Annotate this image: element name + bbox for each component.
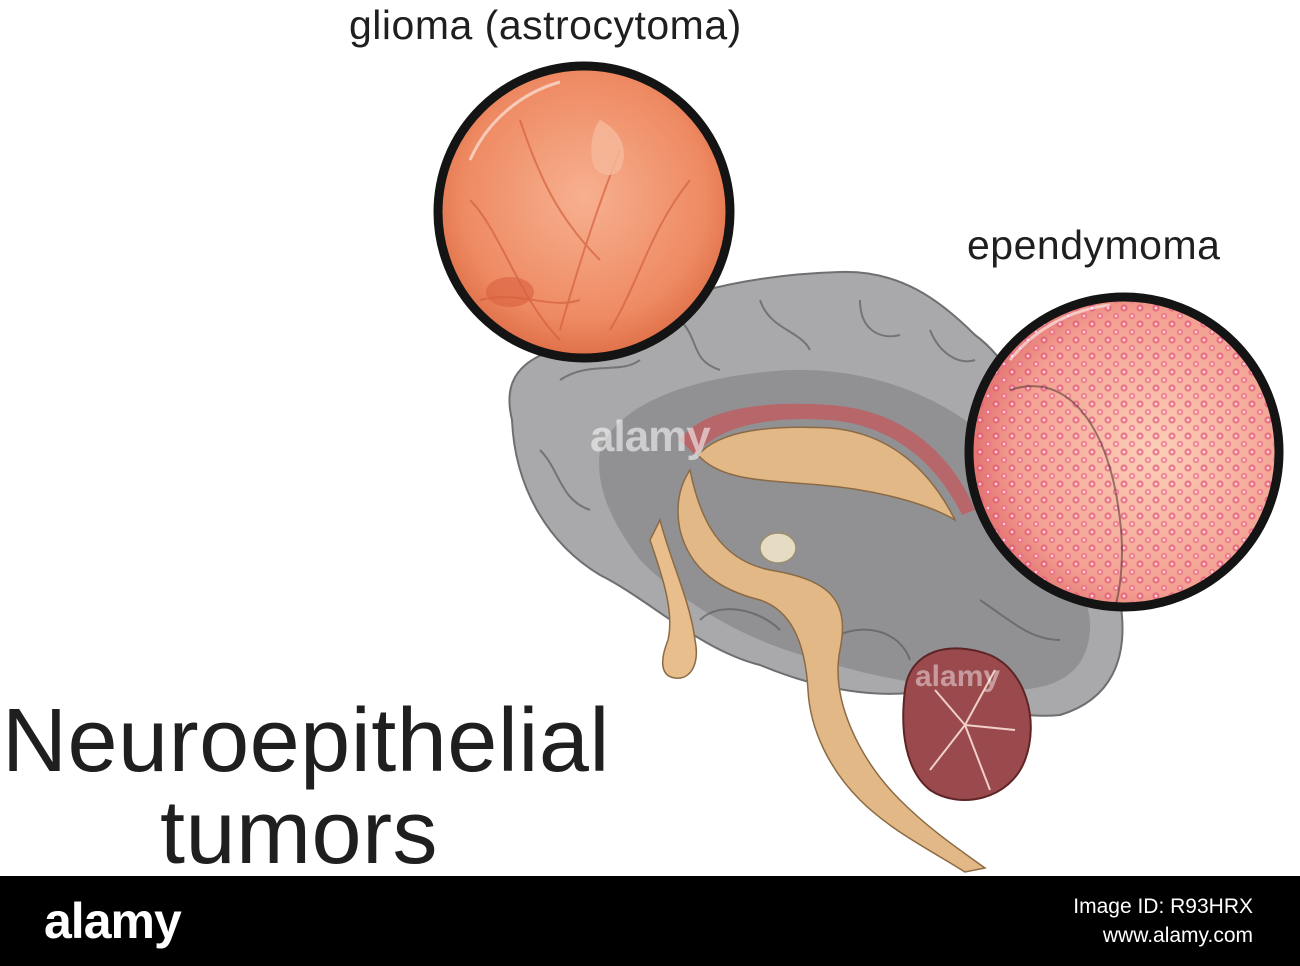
watermark-text: alamy [590,412,711,461]
brain [508,270,1124,873]
site-url-link[interactable]: www.alamy.com [1102,924,1253,947]
footer-info: Image ID: R93HRX www.alamy.com [1073,892,1253,950]
ependymoma-label: ependymoma [967,222,1221,268]
footer-bar: alamy Image ID: R93HRX www.alamy.com [0,876,1300,966]
title-line-1: Neuroepithelial [2,691,610,791]
watermark-text-small: alamy [915,660,1001,693]
pituitary [649,517,697,679]
footer-logo[interactable]: alamy [44,893,182,949]
glioma-magnifier [433,61,735,363]
image-id-text: Image ID: R93HRX [1073,895,1253,918]
brain-illustration [433,61,1284,873]
pineal-body [759,532,797,564]
corpus-callosum [680,403,975,515]
title-line-2: tumors [160,783,439,883]
glioma-label: glioma (astrocytoma) [349,2,742,48]
ependymoma-magnifier [964,292,1284,612]
brainstem [677,468,987,873]
